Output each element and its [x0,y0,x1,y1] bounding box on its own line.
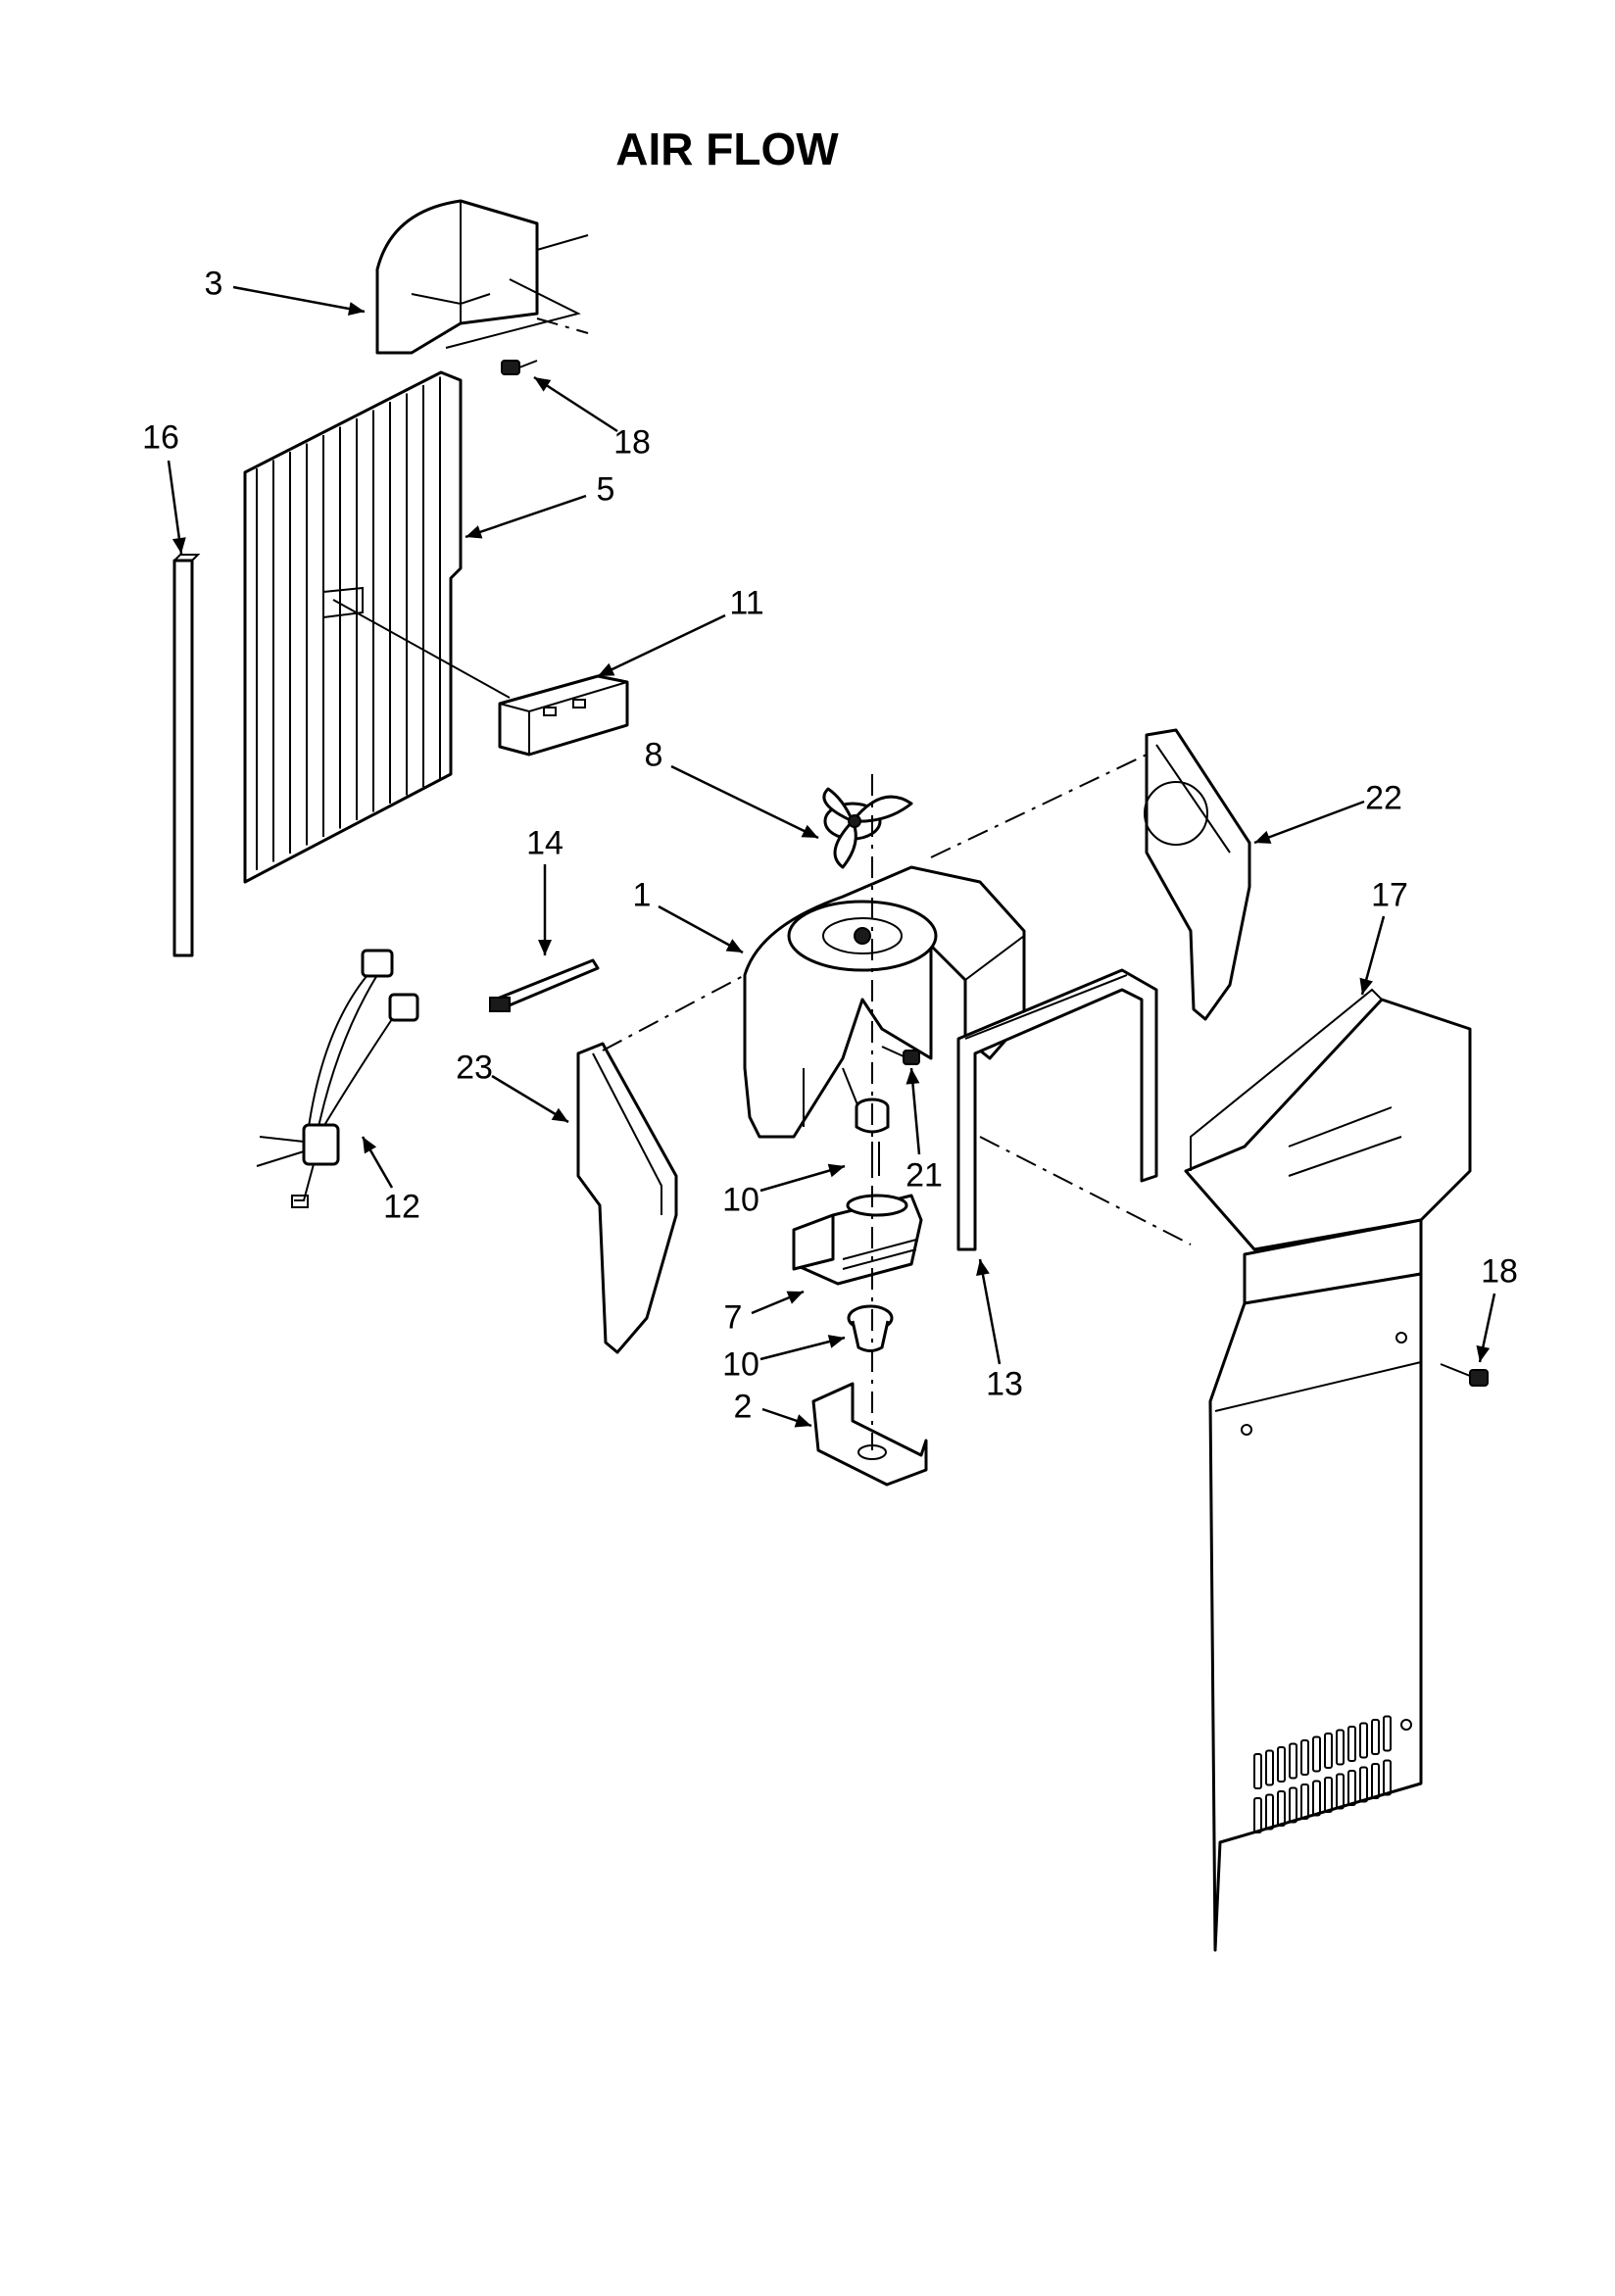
callout-10-lower: 10 [722,1345,759,1384]
leader-arrowhead [1359,977,1373,995]
vent-slot [1265,1793,1274,1831]
part-23-side-duct [576,1042,678,1354]
leader-lines [167,285,1496,1428]
part-7-fan-motor [792,1142,923,1286]
leader-arrowhead [905,1068,920,1085]
vent-slot [1265,1749,1274,1786]
leader-arrowhead [465,525,483,539]
leader-arrowhead [794,1414,811,1428]
callout-3: 3 [204,265,223,303]
part-17-rear-panel [1184,988,1472,1952]
vent-slot [1253,1753,1262,1789]
leader-arrowhead [363,1137,377,1154]
vent-slot [1383,1759,1392,1796]
part-10-bushing-lower [847,1304,894,1352]
leader-arrowhead [786,1291,804,1304]
part-11-bracket [498,674,629,757]
callout-5: 5 [596,470,615,509]
callout-22: 22 [1365,779,1402,817]
leader-line [533,375,618,433]
part-18-screw-right [1440,1363,1489,1387]
leader-arrowhead [347,302,365,316]
vent-slot [1312,1735,1321,1773]
callout-21: 21 [905,1156,943,1195]
part-3-duct-cover [375,199,589,355]
vent-slot [1277,1790,1286,1827]
leader-arrowhead [538,940,552,955]
leader-arrowhead [534,377,552,392]
leader-arrowhead [801,824,818,838]
part-5-evaporator-panel [243,370,511,884]
leader-line [658,904,744,954]
vent-slot [1347,1726,1356,1762]
callout-16: 16 [142,418,179,457]
part-14-cable-tie [489,958,600,1012]
leader-arrowhead [1254,830,1272,844]
leader-arrowhead [976,1259,990,1277]
diagram-title: AIR FLOW [615,123,839,174]
part-1-fan-shroud [743,865,1026,1139]
vent-slot [1289,1742,1297,1780]
callout-1: 1 [632,876,652,914]
leader-arrowhead [725,939,743,953]
leader-line [978,1258,1002,1365]
leader-line [597,613,726,678]
leader-arrowhead [171,537,186,554]
vent-slot [1347,1770,1356,1806]
vent-slot [1253,1797,1262,1833]
part-16-seal-strip [172,554,201,957]
callout-10-upper: 10 [722,1181,759,1219]
vent-slot [1371,1763,1380,1799]
leader-arrowhead [827,1335,845,1348]
leader-arrowhead [1476,1344,1491,1362]
vent-slot [1312,1780,1321,1817]
leader-arrowhead [827,1163,845,1178]
callout-11: 11 [729,584,764,622]
vent-slot [1336,1773,1345,1810]
callout-2: 2 [733,1388,753,1426]
part-13-u-seal [956,968,1158,1251]
part-21-screw [881,1046,920,1065]
callout-8: 8 [644,736,663,774]
vent-slot [1371,1719,1380,1755]
leader-line [465,494,587,539]
callout-12: 12 [383,1188,420,1226]
assembly-lines [536,318,1192,1450]
vent-slot [1383,1715,1392,1752]
vent-slot [1336,1729,1345,1766]
vent-slot [1300,1739,1309,1776]
leader-line [1253,800,1365,845]
callout-18-top: 18 [613,423,651,462]
vent-slot [1300,1783,1309,1820]
vent-slot [1289,1786,1297,1824]
leader-line [670,764,819,840]
callout-23: 23 [456,1049,493,1087]
callout-18-right: 18 [1481,1252,1518,1291]
part-18-screw-top [501,360,538,375]
vent-slot [1324,1777,1333,1813]
callout-13: 13 [986,1365,1023,1403]
callout-7: 7 [723,1298,743,1337]
vent-slot [1324,1733,1333,1769]
part-2-motor-bracket [811,1382,928,1487]
vent-slot [1277,1746,1286,1783]
leader-line [232,285,366,314]
part-8-fan-blade [822,787,913,869]
vent-slot [1359,1722,1368,1759]
leader-arrowhead [551,1107,568,1122]
vent-slot [1359,1766,1368,1803]
part-12-wire-harness [256,949,419,1208]
leader-arrowhead [598,662,615,676]
callout-14: 14 [526,824,563,862]
callout-17: 17 [1371,876,1408,914]
part-22-side-panel [1144,728,1251,1021]
